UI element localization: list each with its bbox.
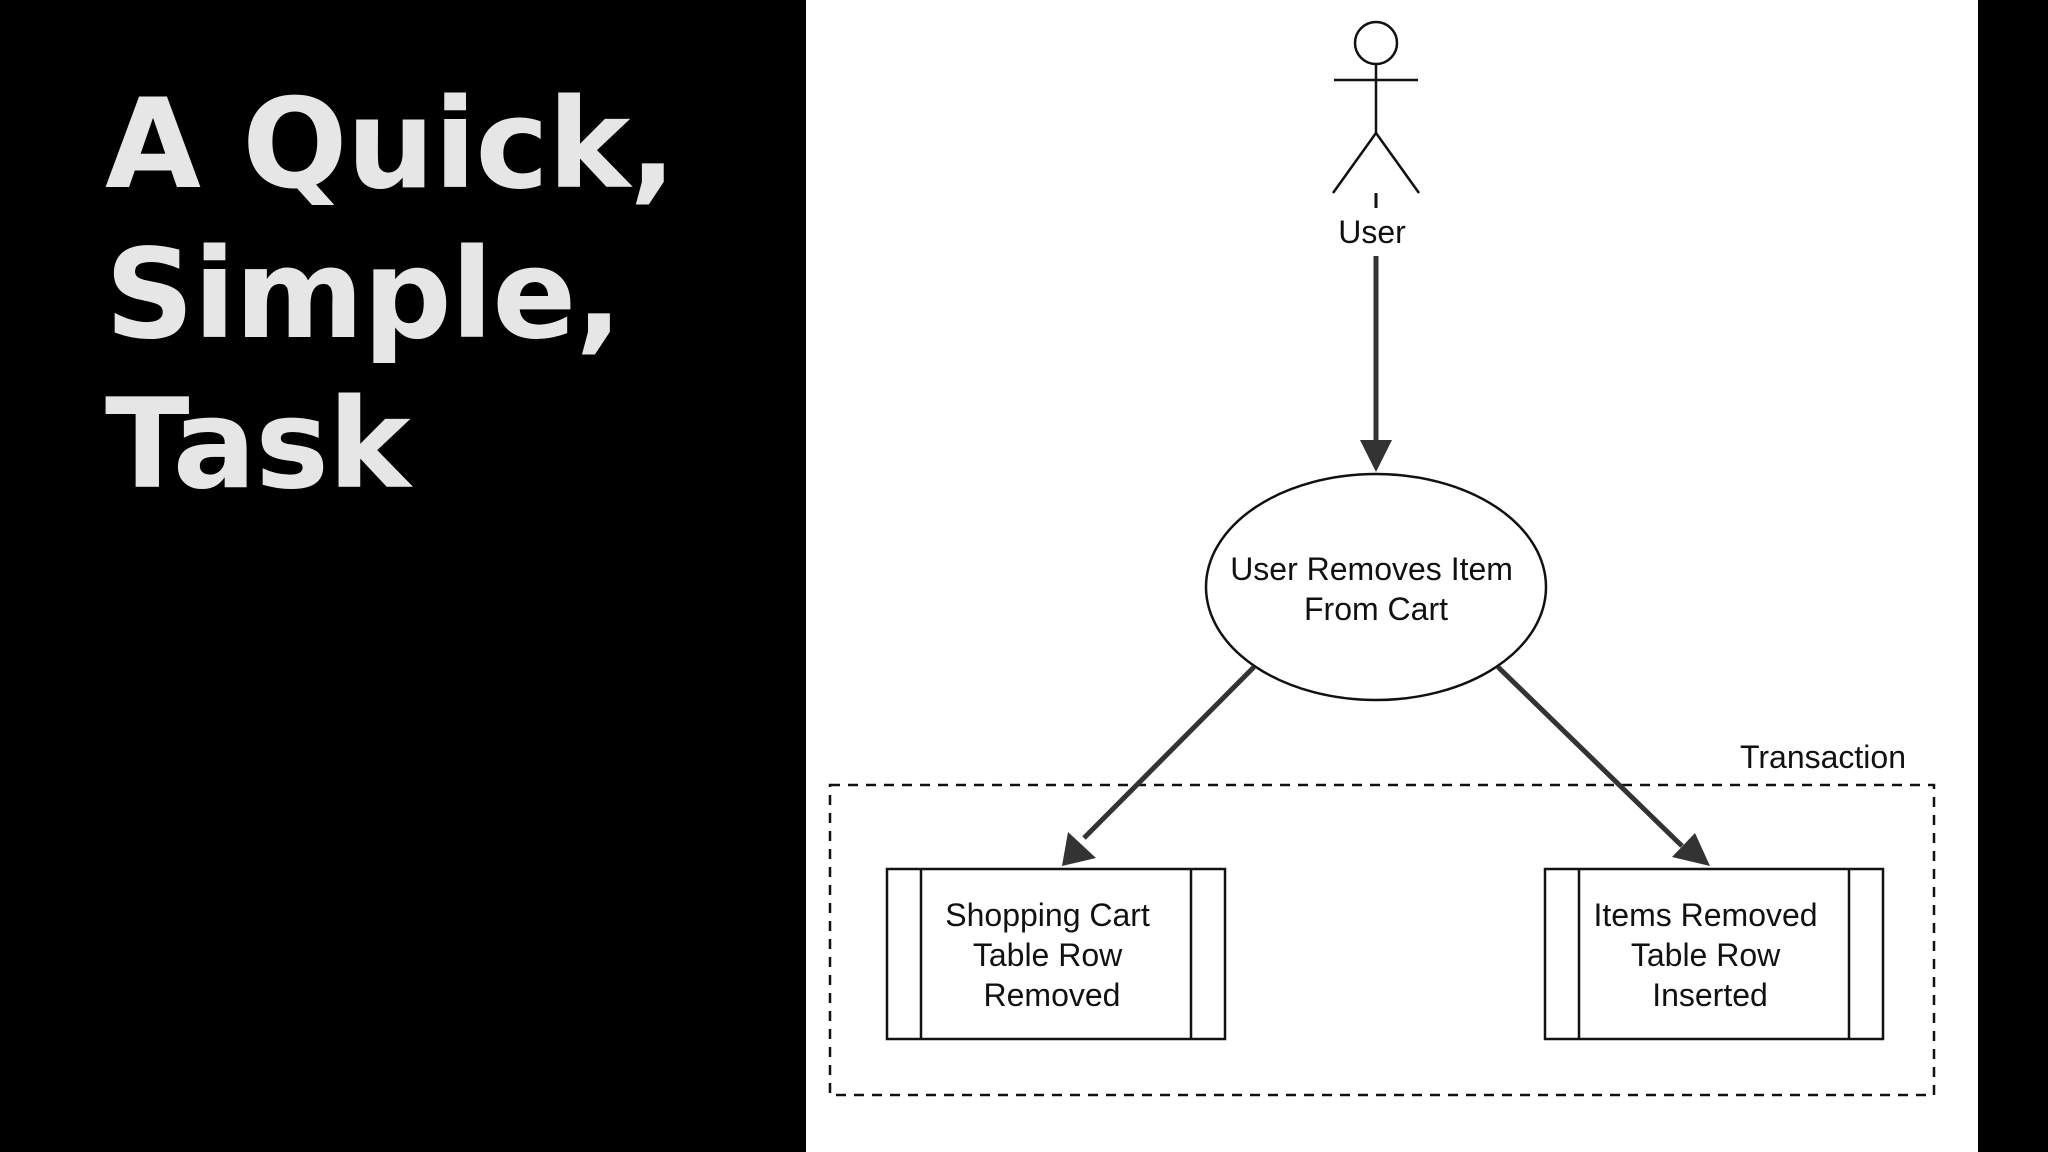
right-box-label: Items Removed Table Row Inserted (1594, 897, 1827, 1013)
left-process-box (885, 867, 1227, 1041)
actor-left-leg (1331, 132, 1378, 194)
diagram-panel: User User Removes Item From Cart Transac… (806, 0, 1978, 1152)
title-line-2: Simple, (105, 223, 623, 367)
arrow-process-to-left-box (1062, 665, 1256, 866)
process-label: User Removes Item From Cart (1230, 551, 1522, 627)
arrow-process-to-right-box (1496, 665, 1710, 866)
title-line-1: A Quick, (105, 73, 676, 217)
slide-title: A Quick, Simple, Task (105, 70, 745, 520)
transaction-label: Transaction (1740, 739, 1906, 775)
arrow-user-to-process (1360, 256, 1392, 472)
actor-right-leg (1374, 132, 1421, 194)
flow-diagram: User User Removes Item From Cart Transac… (828, 20, 1936, 1097)
left-box-label: Shopping Cart Table Row Removed (945, 897, 1158, 1013)
user-actor-icon (1331, 20, 1421, 194)
title-line-3: Task (105, 373, 411, 517)
process-ellipse (1204, 472, 1548, 702)
right-process-box (1543, 867, 1885, 1041)
actor-head (1353, 20, 1399, 66)
transaction-group (828, 783, 1936, 1097)
actor-label: User (1338, 214, 1406, 250)
